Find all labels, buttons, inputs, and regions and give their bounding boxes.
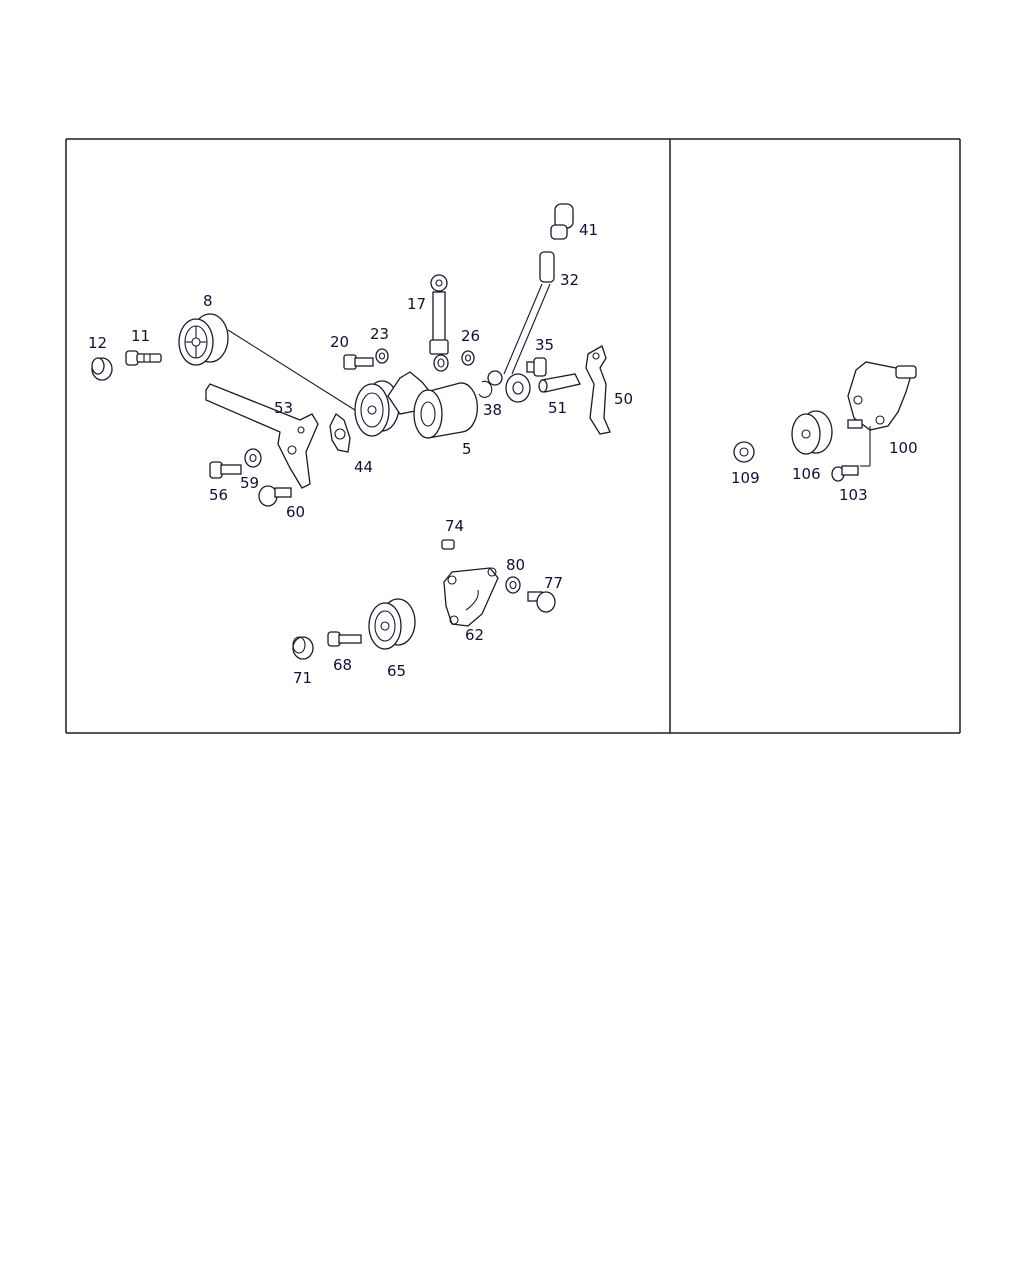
cap-part-41 [550, 203, 574, 240]
callout-56: 56 [209, 486, 228, 504]
callout-50: 50 [614, 390, 633, 408]
callout-103: 103 [839, 486, 868, 504]
fitting [847, 419, 863, 429]
callout-41: 41 [579, 221, 598, 239]
pulley-part-8 [178, 313, 229, 366]
callout-12: 12 [88, 334, 107, 352]
cap-part-12 [91, 357, 113, 381]
callout-26: 26 [461, 327, 480, 345]
callout-8: 8 [203, 292, 213, 310]
pin-part-74 [441, 539, 455, 550]
plate-part-50 [585, 345, 611, 435]
callout-65: 65 [387, 662, 406, 680]
callout-51: 51 [548, 399, 567, 417]
washer-part-26 [461, 350, 475, 366]
nut-part-59 [244, 448, 262, 468]
callout-71: 71 [293, 669, 312, 687]
nut-part-109 [733, 441, 755, 463]
leader-line [227, 329, 359, 413]
pulley-part-65 [368, 598, 416, 650]
callout-106: 106 [792, 465, 821, 483]
callout-38: 38 [483, 401, 502, 419]
callout-labels: 8 12 11 17 20 23 26 35 41 32 53 44 5 38 … [88, 221, 918, 687]
callout-77: 77 [544, 574, 563, 592]
bolt-part-20 [343, 354, 374, 370]
bolt-part-68 [327, 631, 362, 647]
callout-74: 74 [445, 517, 464, 535]
callout-11: 11 [131, 327, 150, 345]
callout-35: 35 [535, 336, 554, 354]
callout-32: 32 [560, 271, 579, 289]
damper-part-5 [413, 382, 479, 439]
disk-part-106 [791, 410, 833, 455]
callout-53: 53 [274, 399, 293, 417]
callout-20: 20 [330, 333, 349, 351]
cap-part-71 [292, 636, 314, 660]
rod-part-32 [487, 251, 555, 403]
screw-part-35 [526, 357, 547, 377]
housing-part-100 [847, 361, 917, 431]
bolt-part-56 [209, 461, 242, 479]
callout-109: 109 [731, 469, 760, 487]
callout-59: 59 [240, 474, 259, 492]
callout-62: 62 [465, 626, 484, 644]
bolt-part-60 [258, 485, 292, 507]
shock-part-17 [429, 274, 449, 372]
bracket-part-53 [205, 383, 319, 489]
bracket-part-62 [443, 567, 499, 627]
callout-23: 23 [370, 325, 389, 343]
bolt-part-11 [125, 350, 162, 366]
callout-44: 44 [354, 458, 373, 476]
washer-part-80 [505, 576, 521, 594]
callout-80: 80 [506, 556, 525, 574]
bolt-part-103 [831, 465, 859, 482]
bolt-part-77 [527, 591, 556, 613]
callout-17: 17 [407, 295, 426, 313]
gasket-part-44 [329, 413, 351, 453]
ring-part-38 [478, 380, 493, 398]
callout-100: 100 [889, 439, 918, 457]
callout-60: 60 [286, 503, 305, 521]
callout-5: 5 [462, 440, 472, 458]
washer-part-23 [375, 348, 389, 364]
diagram-frame [65, 138, 961, 734]
sleeve-part-51 [538, 373, 581, 393]
callout-68: 68 [333, 656, 352, 674]
